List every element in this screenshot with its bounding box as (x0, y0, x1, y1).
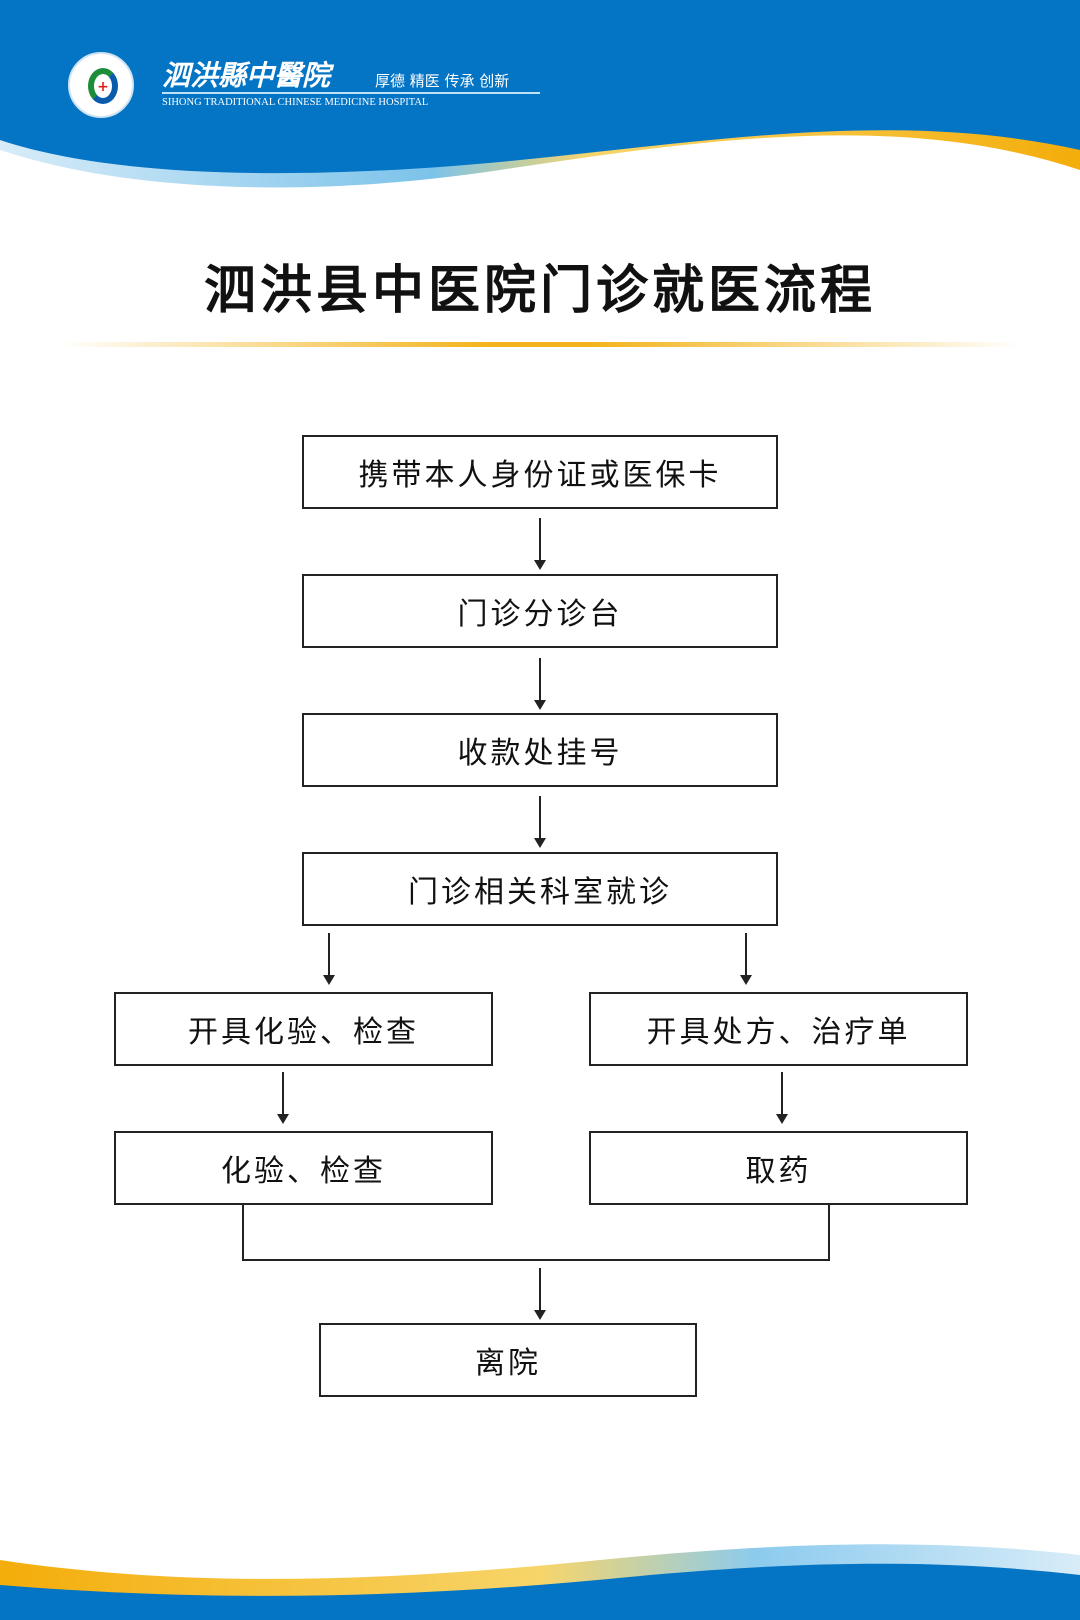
header-underline (162, 92, 540, 94)
step-triage: 门诊分诊台 (302, 574, 778, 648)
step-bring-id: 携带本人身份证或医保卡 (302, 435, 778, 509)
page-title: 泗洪县中医院门诊就医流程 (203, 260, 876, 321)
bracket-right (828, 1205, 830, 1261)
arrow-right-1 (740, 933, 752, 985)
step-consultation: 门诊相关科室就诊 (302, 852, 778, 926)
hospital-motto: 厚德 精医 传承 创新 (375, 72, 510, 90)
arrow-final (534, 1268, 546, 1320)
step-order-tests: 开具化验、检查 (114, 992, 493, 1066)
hospital-english-name: SIHONG TRADITIONAL CHINESE MEDICINE HOSP… (162, 97, 429, 108)
header-banner (0, 0, 1080, 188)
footer-wave (0, 1544, 1080, 1620)
bracket-bottom (242, 1259, 830, 1261)
title-divider (60, 342, 1020, 347)
arrow-2 (534, 658, 546, 710)
hospital-name: 泗洪縣中醫院 (162, 59, 331, 92)
arrow-1 (534, 518, 546, 570)
arrow-left-1 (323, 933, 335, 985)
step-pick-medicine: 取药 (589, 1131, 968, 1205)
bracket-left (242, 1205, 244, 1261)
step-prescription: 开具处方、治疗单 (589, 992, 968, 1066)
step-tests: 化验、检查 (114, 1131, 493, 1205)
step-registration: 收款处挂号 (302, 713, 778, 787)
arrow-left-2 (277, 1072, 289, 1124)
hospital-logo: + (68, 52, 134, 118)
arrow-right-2 (776, 1072, 788, 1124)
step-leave: 离院 (319, 1323, 697, 1397)
arrow-3 (534, 796, 546, 848)
